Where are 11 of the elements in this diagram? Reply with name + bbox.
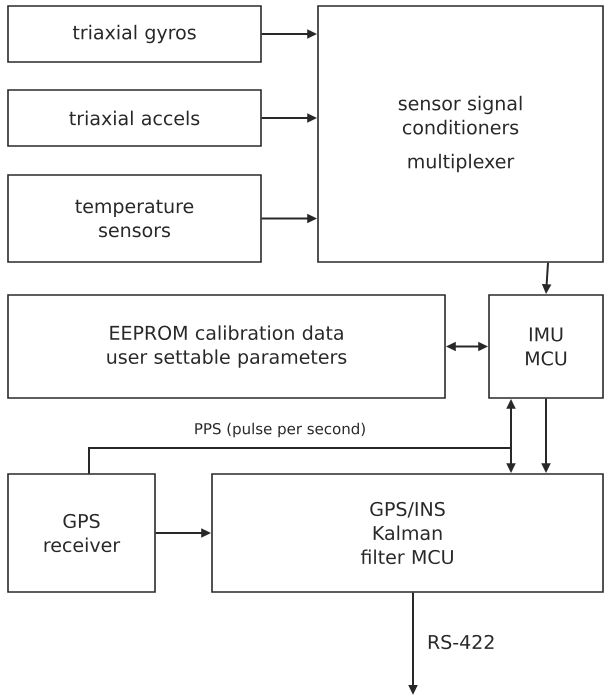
arrow (88, 447, 516, 474)
edge-label: PPS (pulse per second) (195, 422, 365, 438)
edge-label: RS-422 (428, 634, 494, 650)
block-box: temperature sensors (7, 174, 262, 263)
block-box: GPS/INS Kalman filter MCU (211, 473, 604, 593)
block-box: GPS receiver (7, 473, 156, 593)
block-box: sensor signal conditioners multiplexer (317, 5, 604, 263)
block-box: EEPROM calibration data user settable parameters (7, 294, 446, 399)
block-box: IMU MCU (488, 294, 604, 399)
block-box: triaxial gyros (7, 5, 262, 63)
block-box: triaxial accels (7, 89, 262, 147)
